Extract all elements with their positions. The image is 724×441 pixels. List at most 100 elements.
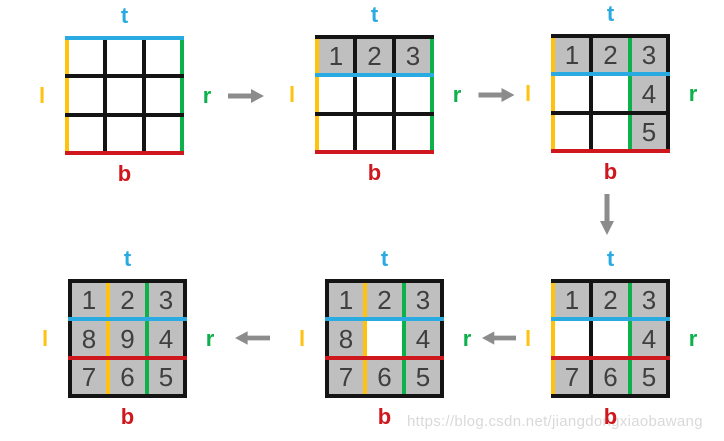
cell-r3c2-value: 6 xyxy=(110,360,145,394)
cell-r3c3-value: 5 xyxy=(406,360,440,394)
cell-r1c3-value: 3 xyxy=(396,39,430,73)
cell-r3c2-empty xyxy=(593,115,628,149)
grid-line-bottom-pointer-b xyxy=(551,149,670,153)
grid-line-left-pointer-l xyxy=(315,35,319,154)
pointer-label-right: r xyxy=(205,325,215,351)
pointer-label-left: l xyxy=(524,80,532,106)
cell-r3c3-value: 5 xyxy=(632,360,666,394)
cell-r2c1-empty xyxy=(69,78,103,113)
cell-r1c1-value: 1 xyxy=(319,39,353,73)
grid-line-v2-pointer-r xyxy=(628,279,632,398)
grid-line-h1-pointer-t xyxy=(68,317,187,321)
grid-line-top-pointer-t xyxy=(65,36,184,40)
cell-r3c1-empty xyxy=(69,117,103,151)
grid-line-bottom-black xyxy=(551,394,670,398)
pointer-label-left: l xyxy=(298,325,306,351)
arrow-right-icon xyxy=(228,89,264,103)
grid-line-v2-pointer-r xyxy=(628,34,632,153)
pointer-label-bottom: b xyxy=(377,404,392,429)
cell-r2c1-empty xyxy=(555,321,589,356)
pointer-label-bottom: b xyxy=(603,159,618,184)
cell-r3c3-empty xyxy=(396,116,430,150)
cell-r3c1-empty xyxy=(319,116,353,150)
cell-r1c2-value: 2 xyxy=(593,38,628,72)
grid-line-v1-black xyxy=(353,35,357,154)
cell-r3c1-empty xyxy=(555,115,589,149)
cell-r3c3-empty xyxy=(146,117,180,151)
cell-r3c2-value: 6 xyxy=(367,360,402,394)
grid-line-bottom-pointer-b xyxy=(65,151,184,155)
grid-line-right-black xyxy=(183,279,187,398)
grid-line-right-black xyxy=(666,34,670,153)
grid-line-h1-pointer-t xyxy=(551,317,670,321)
grid-line-top-black xyxy=(551,34,670,38)
grid-line-right-black xyxy=(440,279,444,398)
pointer-label-bottom: b xyxy=(367,160,382,185)
cell-r3c1-value: 7 xyxy=(555,360,589,394)
cell-r2c2-empty xyxy=(367,321,402,356)
pointer-label-top: t xyxy=(370,2,379,27)
grid-line-left-pointer-l xyxy=(551,34,555,153)
pointer-label-right: r xyxy=(452,81,462,107)
cell-r3c1-value: 7 xyxy=(72,360,106,394)
grid-line-right-pointer-r xyxy=(430,35,434,154)
pointer-label-top: t xyxy=(123,246,132,271)
pointer-label-bottom: b xyxy=(603,404,618,429)
grid-line-h2-black xyxy=(315,112,434,116)
pointer-label-top: t xyxy=(606,246,615,271)
grid-line-v1-black xyxy=(103,36,107,155)
grid-line-left-pointer-l xyxy=(65,36,69,155)
grid-line-v1-black xyxy=(589,34,593,153)
cell-r1c2-value: 2 xyxy=(110,283,145,317)
cell-r2c1-value: 8 xyxy=(72,321,106,356)
cell-r2c2-empty xyxy=(107,78,142,113)
grid-line-right-black xyxy=(666,279,670,398)
pointer-label-top: t xyxy=(606,1,615,26)
grid-line-left-black xyxy=(325,279,329,398)
grid-line-bottom-black xyxy=(68,394,187,398)
grid-line-v1-black xyxy=(589,279,593,398)
grid-line-h2-black xyxy=(551,111,670,115)
cell-r1c3-empty xyxy=(146,40,180,74)
grid-line-bottom-black xyxy=(325,394,444,398)
cell-r2c3-value: 4 xyxy=(149,321,183,356)
cell-r3c2-value: 6 xyxy=(593,360,628,394)
arrow-left-icon xyxy=(482,331,516,345)
pointer-label-left: l xyxy=(41,325,49,351)
cell-r1c1-value: 1 xyxy=(72,283,106,317)
cell-r2c3-empty xyxy=(146,78,180,113)
grid-line-h2-pointer-b xyxy=(325,356,444,360)
cell-r2c2-empty xyxy=(593,321,628,356)
cell-r1c1-empty xyxy=(69,40,103,74)
grid-line-v1-pointer-l xyxy=(363,279,367,398)
grid-line-left-pointer-l xyxy=(551,279,555,398)
grid-line-h2-pointer-b xyxy=(68,356,187,360)
cell-r2c1-value: 8 xyxy=(329,321,363,356)
cell-r1c3-value: 3 xyxy=(406,283,440,317)
pointer-label-left: l xyxy=(288,81,296,107)
grid-line-h1-pointer-t xyxy=(325,317,444,321)
cell-r1c2-empty xyxy=(107,40,142,74)
cell-r2c3-value: 4 xyxy=(406,321,440,356)
cell-r2c1-empty xyxy=(555,76,589,111)
pointer-label-bottom: b xyxy=(117,161,132,186)
pointer-label-right: r xyxy=(462,325,472,351)
grid-line-v1-pointer-l xyxy=(106,279,110,398)
cell-r2c1-empty xyxy=(319,77,353,112)
pointer-label-right: r xyxy=(688,80,698,106)
pointer-label-top: t xyxy=(120,3,129,28)
grid-line-top-black xyxy=(551,279,670,283)
grid-line-v2-pointer-r xyxy=(145,279,149,398)
cell-r1c1-value: 1 xyxy=(329,283,363,317)
grid-line-h2-black xyxy=(65,113,184,117)
cell-r3c2-empty xyxy=(107,117,142,151)
grid-line-top-black xyxy=(68,279,187,283)
cell-r1c3-value: 3 xyxy=(632,38,666,72)
cell-r1c1-value: 1 xyxy=(555,283,589,317)
cell-r1c2-value: 2 xyxy=(357,39,392,73)
